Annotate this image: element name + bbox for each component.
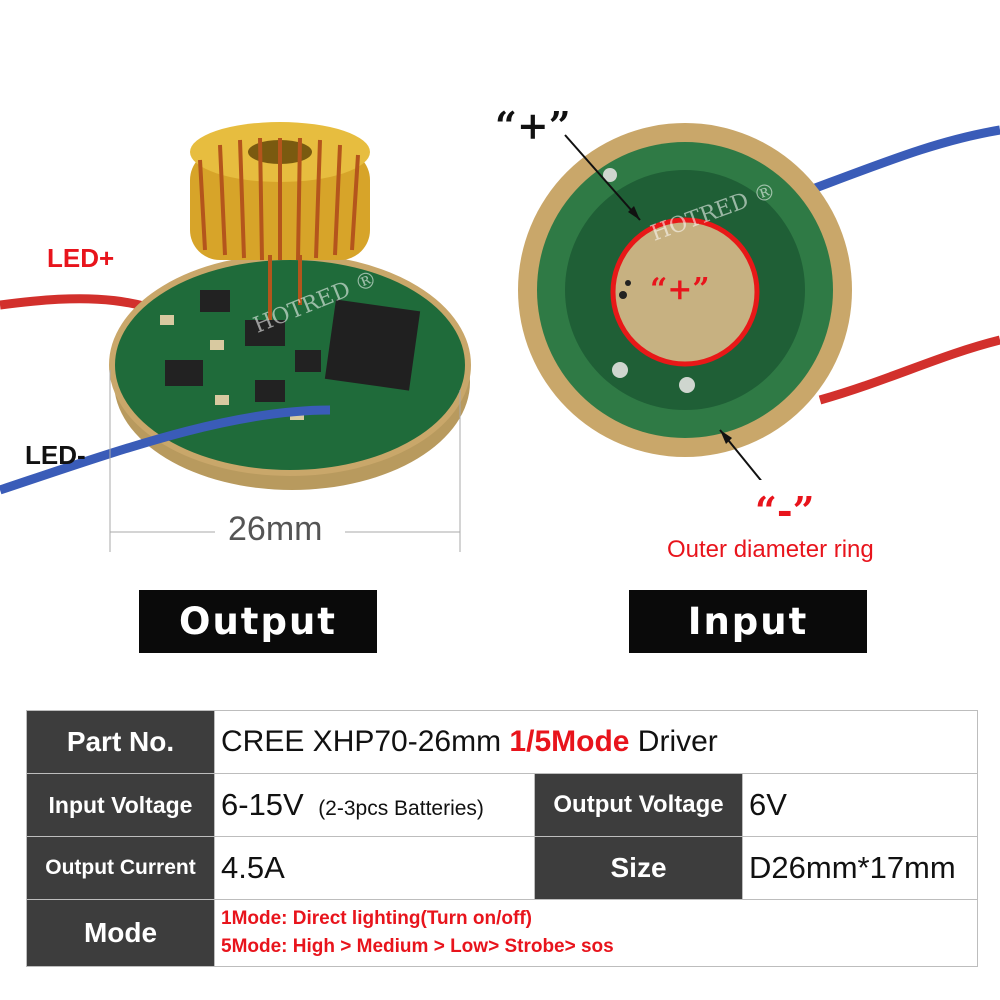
size-value: D26mm*17mm — [741, 836, 979, 900]
input-board-photo — [518, 123, 1000, 480]
mode-header: Mode — [26, 899, 215, 967]
part-no-mode: 1/5Mode — [509, 725, 630, 758]
input-voltage-note: (2-3pcs Batteries) — [318, 797, 484, 820]
size-header: Size — [534, 836, 743, 900]
mosfet-chip — [324, 299, 421, 391]
led-plus-label: LED+ — [47, 243, 115, 273]
table-row: Output Current 4.5A Size D26mm*17mm — [26, 836, 979, 900]
output-voltage-value: 6V — [741, 773, 979, 837]
diameter-label: 26mm — [228, 510, 323, 548]
table-row: Input Voltage 6-15V (2-3pcs Batteries) O… — [26, 773, 979, 837]
center-pad — [610, 217, 760, 367]
mode-line-1: 1Mode: Direct lighting(Turn on/off) — [221, 908, 532, 929]
mode-value: 1Mode: Direct lighting(Turn on/off) 5Mod… — [213, 899, 979, 967]
output-current-header: Output Current — [26, 836, 215, 900]
part-no-suffix: Driver — [629, 725, 718, 758]
blue-wire — [808, 125, 1000, 195]
part-no-header: Part No. — [26, 710, 215, 774]
part-no-value: CREE XHP70-26mm 1/5Mode Driver — [213, 710, 979, 774]
red-wire — [818, 335, 1000, 405]
input-voltage-value: 6-15V (2-3pcs Batteries) — [214, 773, 535, 837]
inductor-coil — [190, 122, 370, 320]
minus-label: “-” — [755, 488, 815, 533]
input-caption: Input — [629, 590, 867, 653]
table-row: Part No. CREE XHP70-26mm 1/5Mode Driver — [26, 710, 979, 774]
input-voltage-range: 6-15V — [221, 787, 304, 822]
output-current-value: 4.5A — [214, 836, 535, 900]
output-voltage-header: Output Voltage — [534, 773, 743, 837]
blue-wire — [0, 405, 331, 495]
plus-top-label: “+” — [495, 103, 571, 148]
mode-line-2: 5Mode: High > Medium > Low> Strobe> sos — [221, 936, 614, 957]
table-row: Mode 1Mode: Direct lighting(Turn on/off)… — [26, 899, 979, 967]
output-caption: Output — [139, 590, 377, 653]
part-no-prefix: CREE XHP70-26mm — [221, 725, 510, 758]
input-voltage-header: Input Voltage — [26, 773, 215, 837]
spec-table: Part No. CREE XHP70-26mm 1/5Mode Driver … — [26, 710, 979, 967]
output-board-photo — [0, 122, 471, 552]
plus-center-label: “+” — [650, 272, 710, 307]
outer-ring-label: Outer diameter ring — [667, 536, 874, 563]
led-minus-label: LED- — [25, 440, 86, 470]
